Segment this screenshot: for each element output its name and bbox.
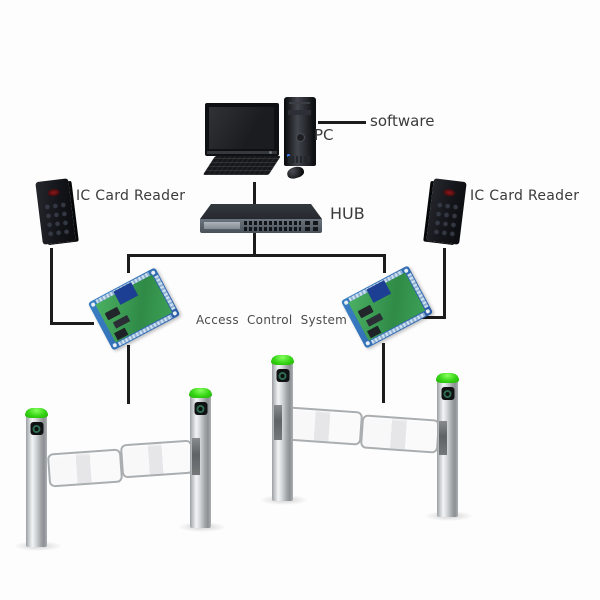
- pc-monitor-screen: [209, 107, 274, 149]
- gate-post-emblem: [441, 387, 454, 400]
- tower-grille: [288, 156, 311, 163]
- control-board-left-icon: [87, 267, 181, 351]
- pc-tower-icon: [284, 97, 316, 166]
- pcb-screw-hole: [365, 340, 371, 346]
- control-board-right-icon: [340, 265, 434, 349]
- gate-post-slot: [192, 438, 200, 475]
- hub-label: HUB: [330, 204, 365, 223]
- ic-card-reader-right-icon: [426, 178, 467, 245]
- gate-post-cap: [436, 373, 459, 383]
- gate-post: [25, 408, 48, 547]
- hub-ports-row: [244, 227, 301, 231]
- ic-card-reader-left-label: IC Card Reader: [76, 188, 186, 204]
- hub-sfp-ports: [305, 221, 319, 225]
- ic-card-reader-right-label: IC Card Reader: [470, 188, 580, 204]
- tower-led: [287, 154, 290, 157]
- pcb-screw-hole: [403, 268, 409, 274]
- pc-monitor-icon: [205, 103, 279, 156]
- gate-post: [436, 373, 459, 517]
- software-label: software: [370, 112, 435, 130]
- gate-post-cap: [189, 388, 212, 398]
- gate-post-cap: [271, 355, 294, 365]
- pc-mouse-icon: [285, 164, 306, 181]
- connector-right-board-gate: [382, 343, 385, 403]
- gate-post-slot: [274, 405, 282, 440]
- pc-keyboard-icon: [202, 156, 281, 175]
- pcb-screw-hole: [172, 310, 178, 317]
- connector-right-reader-vertical: [443, 248, 446, 319]
- reader-keypad: [44, 201, 72, 239]
- gate-wing: [46, 448, 124, 488]
- pcb-screw-hole: [425, 308, 431, 315]
- connector-bus-horizontal: [127, 254, 386, 257]
- connector-pc-hub: [253, 182, 256, 207]
- hub-ports-row: [244, 221, 301, 225]
- reader-indicator-light: [442, 188, 456, 197]
- reader-keypad: [432, 201, 460, 239]
- connector-bus-left-drop: [127, 254, 130, 273]
- connector-left-reader-vertical: [50, 248, 53, 325]
- connector-pc-software: [318, 121, 366, 124]
- hub-switch-top: [200, 204, 322, 219]
- ic-card-reader-left-icon: [35, 178, 76, 245]
- pc-monitor-power-led: [269, 151, 272, 154]
- connector-left-board-gate: [127, 345, 130, 404]
- gate-post-slot: [439, 421, 447, 455]
- gate-wing: [119, 439, 195, 479]
- gate-post-emblem: [276, 369, 289, 382]
- gate-post-emblem: [194, 402, 207, 415]
- access-control-system-label: Access Control System: [196, 313, 348, 327]
- gate-post: [189, 388, 212, 528]
- connector-hub-bus: [253, 232, 256, 256]
- gate-post-cap: [25, 408, 48, 418]
- gate-post: [271, 355, 294, 501]
- tower-optical-drive: [288, 110, 311, 115]
- reader-indicator-light: [46, 188, 60, 197]
- gate-wing: [283, 406, 364, 446]
- connector-bus-right-drop: [383, 254, 386, 273]
- connector-left-reader-horizontal: [50, 322, 94, 325]
- hub-label-plate: [204, 222, 240, 229]
- gate-post-emblem: [30, 422, 43, 435]
- gate-wing: [359, 414, 441, 454]
- pcb-screw-hole: [112, 342, 118, 348]
- pcb-screw-hole: [90, 301, 96, 308]
- pc-monitor-bezel: [207, 151, 277, 154]
- pc-label: PC: [314, 126, 334, 144]
- tower-power-button: [296, 133, 305, 142]
- connector-right-reader-horizontal: [407, 316, 446, 319]
- hub-sfp-ports: [305, 227, 319, 231]
- tower-vent: [289, 102, 310, 104]
- pcb-screw-hole: [343, 299, 349, 306]
- pcb-screw-hole: [150, 270, 156, 276]
